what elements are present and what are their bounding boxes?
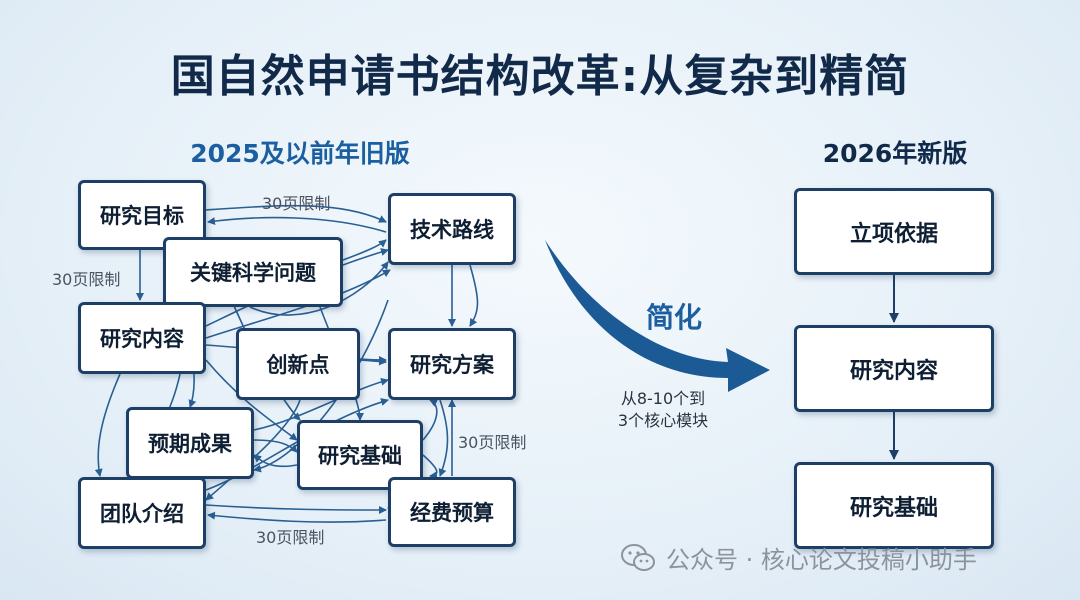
node-research-plan: 研究方案 (388, 328, 516, 400)
node-technical-route: 技术路线 (388, 193, 516, 265)
page-limit-label: 30页限制 (262, 194, 331, 213)
connector-curve (253, 377, 389, 431)
connector-curve (342, 239, 387, 261)
node-new-research-content: 研究内容 (794, 325, 994, 412)
connector-curve (94, 373, 121, 477)
simplify-label: 简化 (646, 301, 703, 334)
connector-curve (469, 264, 479, 327)
node-key-scientific-problem: 关键科学问题 (163, 237, 343, 307)
connector-curve (438, 399, 449, 477)
old-version-heading: 2025及以前年旧版 (190, 139, 410, 168)
wechat-icon (621, 543, 655, 571)
footer-text: 公众号 · 核心论文投稿小助手 (666, 546, 977, 574)
page-limit-label: 30页限制 (52, 270, 121, 289)
connector-curve (207, 216, 387, 233)
page-limit-label: 30页限制 (256, 528, 325, 547)
node-expected-outcomes: 预期成果 (126, 407, 254, 479)
node-team-introduction: 团队介绍 (78, 477, 206, 549)
connector-curve (205, 504, 387, 514)
simplify-note-line-2: 3个核心模块 (617, 411, 709, 430)
page-limit-label: 30页限制 (458, 433, 527, 452)
node-new-project-basis: 立项依据 (794, 188, 994, 275)
new-version-heading: 2026年新版 (822, 139, 968, 168)
connector-curve (422, 399, 439, 441)
simplify-note-line-1: 从8-10个到 (620, 389, 706, 408)
connector-curve (207, 511, 387, 523)
connector-curve (205, 359, 298, 441)
connector-curve (205, 398, 389, 491)
page-title: 国自然申请书结构改革:从复杂到精简 (170, 51, 910, 102)
footer-watermark: 公众号 · 核心论文投稿小助手 (620, 540, 977, 575)
connector-curve (359, 357, 387, 366)
connector-curve (253, 299, 389, 473)
connector-curve (422, 454, 438, 480)
connector-curve (205, 269, 391, 339)
connector-curve (253, 439, 298, 453)
simplify-arrow (545, 240, 770, 392)
connector-curve (205, 204, 387, 223)
connector-curve (249, 261, 389, 316)
connector-curve (205, 399, 301, 501)
node-research-content: 研究内容 (78, 302, 206, 374)
node-budget: 经费预算 (388, 477, 516, 547)
node-new-research-foundation: 研究基础 (794, 462, 994, 549)
node-innovation: 创新点 (236, 328, 360, 400)
simplify-note: 从8-10个到 3个核心模块 (598, 388, 728, 432)
